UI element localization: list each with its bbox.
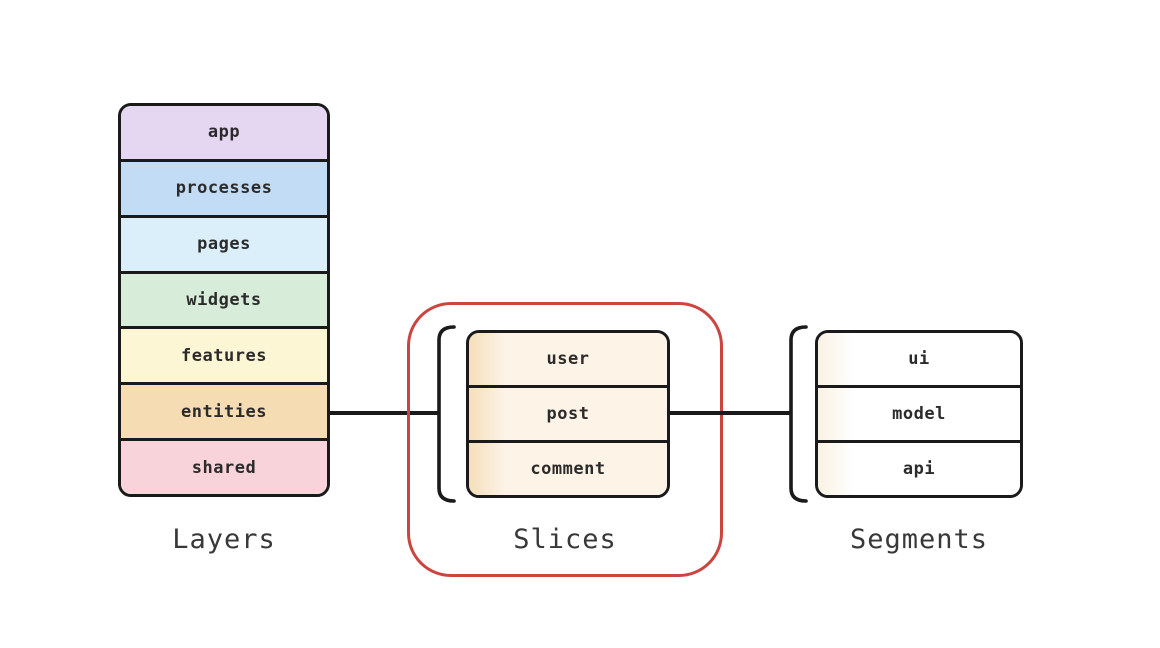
connector-slices-to-segments — [668, 411, 792, 415]
slices-group-label: Slices — [513, 524, 617, 555]
slices-bracket-icon — [437, 325, 456, 503]
layer-row-processes: processes — [121, 158, 327, 215]
segment-row-api: api — [818, 440, 1020, 495]
layer-row-shared: shared — [121, 438, 327, 494]
layer-row-pages: pages — [121, 214, 327, 271]
layer-row-features: features — [121, 326, 327, 383]
slice-row-comment: comment — [469, 440, 667, 495]
layers-group-label: Layers — [172, 524, 276, 555]
segments-group-label: Segments — [849, 524, 989, 555]
layer-row-app: app — [121, 106, 327, 159]
slice-row-post: post — [469, 385, 667, 440]
connector-entities-to-slices — [328, 411, 440, 415]
segment-row-model: model — [818, 385, 1020, 440]
segments-bracket-icon — [789, 325, 808, 503]
slices-stack: user post comment — [466, 330, 670, 498]
slice-row-user: user — [469, 333, 667, 385]
layers-stack: app processes pages widgets features ent… — [118, 103, 330, 497]
segments-stack: ui model api — [815, 330, 1023, 498]
slices-highlight-outline — [407, 302, 723, 577]
layer-row-widgets: widgets — [121, 270, 327, 327]
segment-row-ui: ui — [818, 333, 1020, 385]
layer-row-entities: entities — [121, 382, 327, 439]
